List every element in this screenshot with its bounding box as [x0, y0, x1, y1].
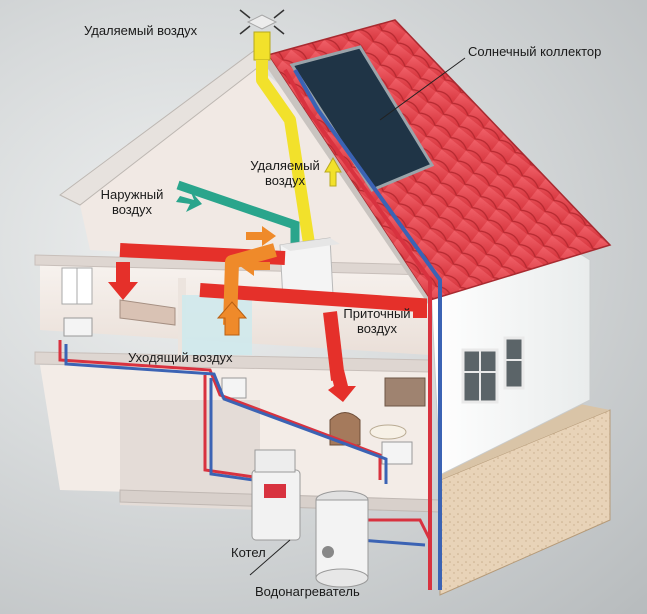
exhaust-duct	[256, 60, 342, 251]
leader-lines	[249, 57, 466, 576]
window-right	[503, 336, 525, 390]
exhaust-air-mid-line2: воздух	[264, 173, 306, 188]
outdoor-air-duct	[176, 180, 300, 245]
outdoor-air-label: Наружный воздух	[92, 187, 172, 217]
exhaust-air-mid-line1: Удаляемый	[250, 158, 320, 173]
window-left	[461, 348, 499, 404]
water-heater-label: Водонагреватель	[255, 584, 360, 599]
outgoing-duct	[216, 226, 277, 336]
outdoor-air-line1: Наружный	[100, 187, 164, 202]
boiler-unit	[251, 449, 301, 541]
outgoing-air-label: Уходящий воздух	[128, 350, 233, 365]
exhaust-air-mid-label: Удаляемый воздух	[240, 158, 330, 188]
solar-collector-label: Солнечный коллектор	[468, 44, 602, 59]
boiler-label: Котел	[231, 545, 266, 560]
water-heater-tank	[315, 490, 369, 588]
exhaust-air-label: Удаляемый воздух	[84, 23, 198, 38]
solar-pipes	[283, 69, 442, 590]
outdoor-air-line2: воздух	[111, 202, 153, 217]
supply-air-line2: воздух	[356, 321, 398, 336]
supply-air-line1: Приточный	[343, 306, 411, 321]
supply-air-label: Приточный воздух	[336, 306, 418, 336]
